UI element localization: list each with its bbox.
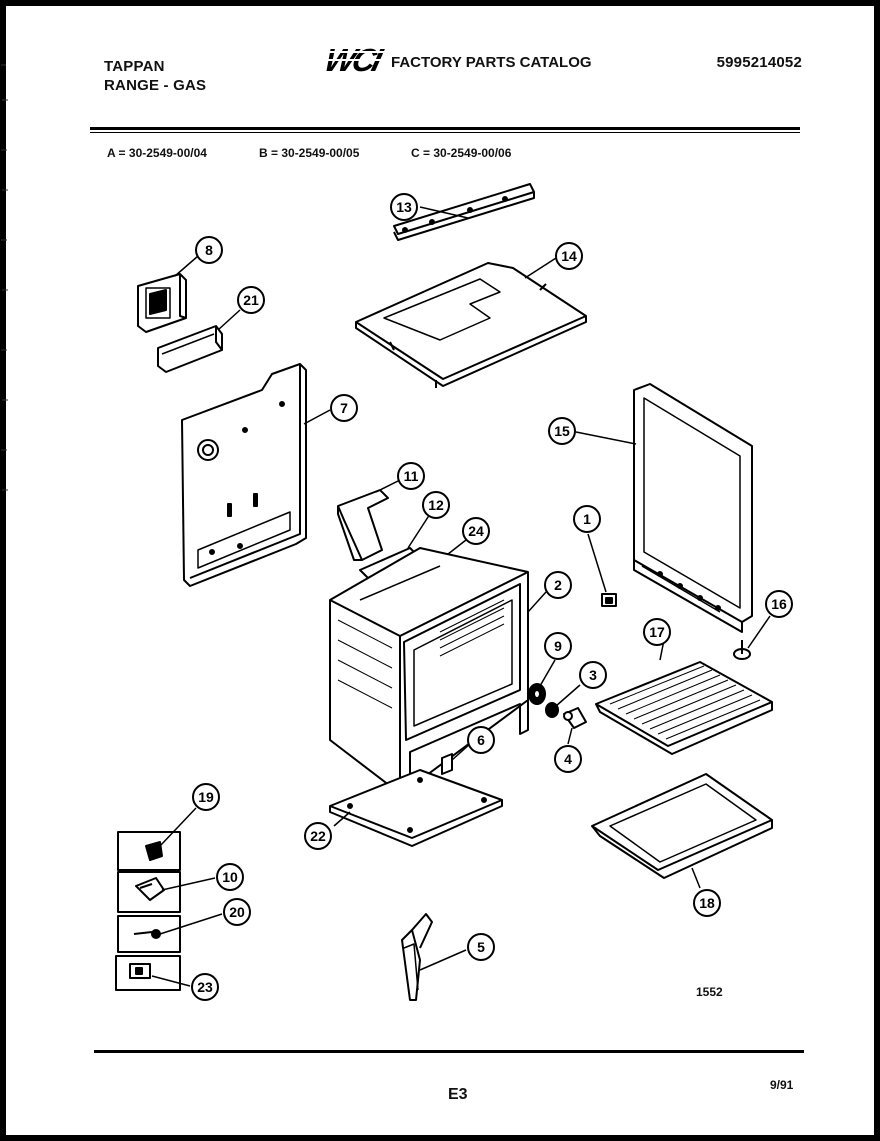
callout-9: 9 (544, 632, 572, 660)
model-c: C = 30-2549-00/06 (411, 146, 512, 160)
callout-10: 10 (216, 863, 244, 891)
svg-text:17: 17 (649, 624, 665, 640)
callout-4: 4 (554, 745, 582, 773)
part-bracket (441, 753, 453, 775)
svg-text:13: 13 (396, 199, 412, 215)
svg-text:11: 11 (404, 468, 419, 484)
callout-21: 21 (237, 286, 265, 314)
callout-markers: 13 14 8 21 7 15 11 12 24 1 2 9 3 16 17 4… (191, 193, 793, 1001)
callout-19: 19 (192, 783, 220, 811)
part-orifice (545, 702, 559, 718)
catalog-number: 5995214052 (716, 54, 802, 71)
part-oven-rack (595, 661, 773, 755)
part-burner-bracket (337, 489, 389, 561)
part-control-box (137, 273, 187, 333)
hardware-boxes (115, 831, 181, 991)
page-code: E3 (448, 1086, 468, 1103)
svg-text:23: 23 (197, 979, 213, 995)
callout-17: 17 (643, 618, 671, 646)
callout-22: 22 (304, 822, 332, 850)
svg-text:3: 3 (589, 667, 597, 683)
callout-18: 18 (693, 889, 721, 917)
callout-3: 3 (579, 661, 607, 689)
svg-text:18: 18 (699, 895, 715, 911)
svg-text:22: 22 (310, 828, 326, 844)
svg-text:12: 12 (428, 497, 444, 513)
part-door-hinge (401, 913, 433, 1001)
callout-12: 12 (422, 491, 450, 519)
callout-8: 8 (195, 236, 223, 264)
callout-20: 20 (223, 898, 251, 926)
svg-text:9: 9 (554, 638, 562, 654)
svg-text:16: 16 (771, 596, 787, 612)
header-rule (90, 127, 800, 130)
part-broiler-pan (591, 773, 773, 879)
part-knob (563, 707, 587, 729)
scan-edge-marks (1, 64, 8, 491)
svg-text:7: 7 (340, 400, 348, 416)
wci-logo: WCI (322, 42, 388, 76)
figure-number: 1552 (696, 985, 723, 999)
part-clip (601, 593, 617, 607)
callout-5: 5 (467, 933, 495, 961)
callout-6: 6 (467, 726, 495, 754)
part-back-panel (181, 363, 307, 587)
revision-date: 9/91 (770, 1078, 794, 1092)
model-b: B = 30-2549-00/05 (259, 146, 360, 160)
part-top-plate (355, 262, 587, 388)
svg-text:2: 2 (554, 577, 562, 593)
footer-rule (94, 1050, 804, 1053)
part-top-rail (393, 183, 535, 241)
part-oven-body (329, 547, 529, 801)
header-rule-thin (90, 132, 800, 133)
part-leveling-pin (733, 640, 751, 660)
callout-7: 7 (330, 394, 358, 422)
svg-text:24: 24 (468, 523, 484, 539)
part-valve (528, 683, 546, 705)
svg-text:15: 15 (554, 423, 570, 439)
svg-text:6: 6 (477, 732, 485, 748)
callout-11: 11 (397, 462, 425, 490)
callout-24: 24 (462, 517, 490, 545)
callout-23: 23 (191, 973, 219, 1001)
svg-text:21: 21 (243, 292, 259, 308)
callout-14: 14 (555, 242, 583, 270)
part-side-frame (633, 383, 753, 633)
svg-text:14: 14 (561, 248, 577, 264)
callout-15: 15 (548, 417, 576, 445)
svg-text:5: 5 (477, 939, 485, 955)
brand-name: TAPPAN (104, 58, 165, 75)
svg-text:19: 19 (198, 789, 214, 805)
callout-1: 1 (573, 505, 601, 533)
svg-text:1: 1 (583, 511, 591, 527)
svg-text:20: 20 (229, 904, 245, 920)
part-bottom-plate (329, 769, 503, 847)
catalog-title: FACTORY PARTS CATALOG (391, 54, 592, 71)
svg-text:4: 4 (564, 751, 572, 767)
part-small-panel (157, 325, 223, 373)
callout-13: 13 (390, 193, 418, 221)
svg-text:8: 8 (205, 242, 213, 258)
callout-16: 16 (765, 590, 793, 618)
product-type: RANGE - GAS (104, 77, 207, 94)
model-a: A = 30-2549-00/04 (107, 146, 207, 160)
svg-text:10: 10 (222, 869, 238, 885)
callout-2: 2 (544, 571, 572, 599)
